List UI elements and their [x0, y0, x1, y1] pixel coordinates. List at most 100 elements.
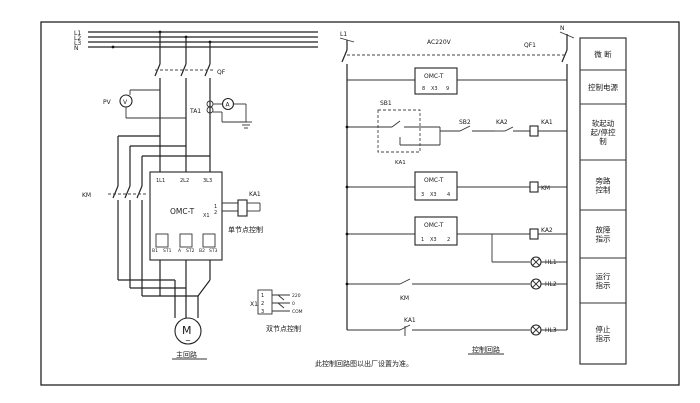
km-coil-label: KM [541, 185, 550, 192]
motor-label: 主回路 [176, 350, 197, 359]
double-tap-0: 0 [292, 301, 295, 307]
side-legend-label: 控制 [596, 185, 611, 195]
current-transformer-ta1: A TA1 [189, 97, 252, 129]
side-legend [579, 37, 627, 365]
control-l1: L1 [340, 31, 347, 38]
ctrl-top-3: 3L3 [203, 178, 212, 184]
side-legend-label: 运行 [596, 271, 611, 281]
hl2-label: HL2 [545, 281, 557, 288]
control-qf1: QF1 [524, 42, 536, 49]
r3-term-1: 1 [421, 237, 424, 243]
r2-omc: OMC-T [424, 177, 444, 184]
hl3-label: HL3 [545, 327, 557, 334]
km-label: KM [82, 192, 91, 199]
bus-label-l1: L1 [74, 30, 81, 37]
km-aux-label: KM [400, 295, 409, 302]
side-legend-label: 指示 [596, 333, 611, 343]
rung-stop: KA1 HL3 [347, 317, 567, 336]
double-tap-com: COM [292, 309, 303, 315]
ctrl-top-1: 1L1 [156, 178, 165, 184]
ta-meter-label: A [226, 102, 231, 109]
ka1-coil-label: KA1 [541, 119, 553, 126]
pv-symbol: V [123, 99, 128, 106]
hl1-label: HL1 [545, 259, 557, 266]
ka2-coil-label: KA2 [541, 227, 553, 234]
double-pin-3: 3 [261, 309, 264, 315]
bus-label-l3: L3 [74, 40, 81, 47]
control-ac: AC220V [427, 39, 452, 46]
r1-term-8: 8 [422, 86, 425, 92]
r3-omc: OMC-T [424, 222, 444, 229]
ka2-label-r2: KA2 [496, 119, 508, 126]
ctrl-term-x1: X1 [203, 213, 210, 219]
r1-omc: OMC-T [424, 73, 444, 80]
single-node-label: 单节点控制 [228, 225, 263, 234]
control-title: 控制回路 [472, 345, 500, 354]
ka1-label: KA1 [249, 191, 261, 198]
r2-term-3: 3 [421, 192, 424, 198]
factory-note: 此控制回路图以出厂设置为准。 [315, 359, 413, 368]
ka1-nc-label: KA1 [404, 317, 416, 324]
ctrl-bottom-st1: ST1 [163, 248, 172, 254]
side-legend-label: 指示 [596, 234, 611, 244]
x1-label: X1 [250, 301, 258, 308]
drawing-frame [40, 21, 680, 386]
soft-starter-omc-t: 1L1 2L2 3L3 OMC-T 1 2 X1 B1 ST1 A ST2 B2… [149, 171, 223, 296]
r3-term-2: 2 [447, 237, 450, 243]
motor-symbol: M [182, 324, 192, 337]
side-legend-label: 控制电源 [588, 82, 618, 92]
side-legend-label: 指示 [596, 280, 611, 290]
side-legend-label: 微 断 [594, 49, 612, 59]
motor-feed [118, 279, 211, 318]
ctrl-bottom-a: A [178, 248, 182, 254]
rung-omc-supply: OMC-T 8 X3 9 [347, 67, 567, 95]
rung-bypass: OMC-T 3 X3 4 KM [345, 171, 567, 201]
side-legend-label: 起/停控 [590, 127, 616, 137]
ctrl-bottom-b1: B1 [152, 248, 158, 254]
r1-term-x3: X3 [431, 86, 438, 92]
sb2-label: SB2 [459, 119, 471, 126]
ctrl-bottom-b2: B2 [199, 248, 205, 254]
bus-label-n: N [74, 45, 79, 52]
rung-fault: OMC-T 1 X3 2 KA2 HL1 [345, 216, 567, 268]
motor: M ~ 主回路 [172, 317, 207, 360]
ta-label: TA1 [189, 108, 201, 115]
ctrl-term-2: 2 [214, 210, 217, 216]
single-node-control: KA1 单节点控制 [222, 191, 263, 234]
side-legend-label: 停止 [596, 324, 611, 334]
side-legend-label: 旁路 [596, 176, 611, 186]
double-node-label: 双节点控制 [266, 324, 301, 333]
r2-term-x3: X3 [430, 192, 437, 198]
r3-term-x3: X3 [430, 237, 437, 243]
ctrl-term-1: 1 [214, 204, 217, 210]
voltmeter-pv: V PV [103, 89, 186, 119]
double-tap-220: 220 [292, 293, 301, 299]
control-n: N [560, 25, 565, 32]
ctrl-top-2: 2L2 [180, 178, 189, 184]
rung-run: KM HL2 [345, 278, 567, 302]
sb1-label: SB1 [380, 100, 392, 107]
side-legend-label: 软起动 [592, 118, 615, 128]
ctrl-model: OMC-T [170, 207, 195, 216]
bus-lines: L1 L2 L3 N [74, 30, 318, 52]
control-rails: L1 N AC220V QF1 [339, 25, 575, 330]
motor-sub: ~ [185, 337, 191, 345]
side-legend-label: 故障 [596, 225, 611, 235]
double-pin-1: 1 [261, 293, 264, 299]
bus-label-l2: L2 [74, 35, 81, 42]
ctrl-bottom-st3: ST3 [209, 248, 218, 254]
contactor-km-main: KM [82, 135, 210, 296]
ka1-sub-label: KA1 [395, 160, 406, 166]
pv-label: PV [103, 99, 112, 106]
breaker-qf: QF [154, 32, 226, 190]
double-pin-2: 2 [261, 301, 264, 307]
qf-label: QF [217, 69, 226, 76]
side-legend-label: 制 [599, 136, 607, 146]
r1-term-9: 9 [446, 86, 449, 92]
double-node-control: X1 1 2 3 220 0 COM 双节点控制 [250, 289, 303, 333]
r2-term-4: 4 [447, 192, 450, 198]
ctrl-bottom-st2: ST2 [186, 248, 195, 254]
rung-start-stop: SB1 KA1 SB2 KA2 KA1 [345, 100, 567, 166]
